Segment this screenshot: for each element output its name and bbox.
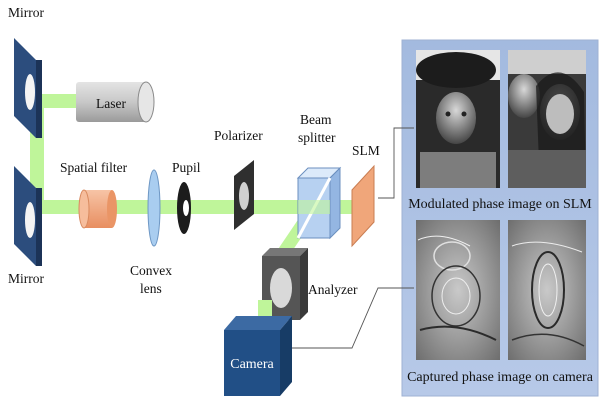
camera: Camera [224,300,292,396]
mirror-top [14,38,42,138]
label-beam-splitter-line1: Beam [300,112,332,127]
modulated-image-2 [508,50,586,188]
label-analyzer: Analyzer [308,282,358,297]
caption-captured: Captured phase image on camera [407,370,594,385]
camera-label: Camera [230,357,274,372]
captured-image-2 [508,220,586,360]
label-mirror-bottom: Mirror [8,271,44,286]
beam-splitter [296,166,342,240]
slm [351,164,375,248]
modulated-image-1 [416,50,500,188]
label-mirror-top: Mirror [8,5,44,20]
leader-slm [378,127,414,199]
label-pupil: Pupil [172,160,201,175]
analyzer [262,248,308,320]
label-convex-lens-line2: lens [140,281,162,296]
laser [76,81,155,123]
label-polarizer: Polarizer [214,128,263,143]
pupil [177,182,191,234]
caption-modulated: Modulated phase image on SLM [408,197,592,212]
leader-camera [290,287,414,349]
label-beam-splitter-line2: splitter [298,130,336,145]
label-slm: SLM [352,143,380,158]
spatial-filter [78,189,117,229]
polarizer [234,160,254,230]
image-panel: Modulated phase image on SLM Captured ph… [401,39,599,397]
label-convex-lens-line1: Convex [130,263,172,278]
label-laser: Laser [96,96,126,111]
mirror-bottom [14,166,42,266]
convex-lens [147,169,161,247]
captured-image-1 [416,220,500,360]
label-spatial-filter: Spatial filter [60,160,128,175]
